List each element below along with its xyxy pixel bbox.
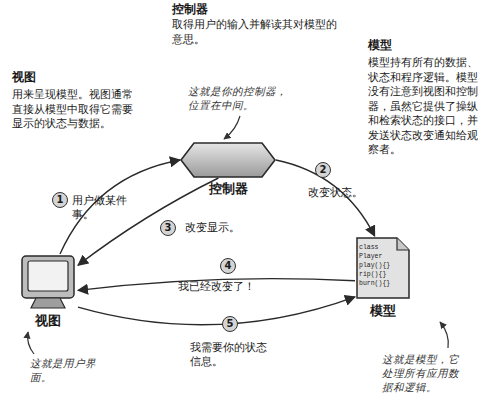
edge-label: 我需要你的状态信息。 [190, 341, 270, 369]
leader-arrow [28, 332, 34, 354]
code-text: class Player play(){} rip(){} burn(){} [359, 243, 405, 288]
controller-hexagon: 控制器 [180, 142, 276, 178]
callout-number: 1 [52, 192, 68, 208]
flow-arrow [60, 160, 180, 254]
monitor-outline [18, 254, 78, 310]
hexagon-outline [180, 142, 276, 178]
view-monitor: 视图 [18, 254, 78, 310]
description-text: 模型持有所有的数据、状态和程序逻辑。模型没有注意到视图和控制器，虽然它提供了操纵… [368, 56, 482, 158]
handwritten-note: 这就是模型，它处理所有应用数据和逻辑。 [382, 352, 462, 394]
node-label: 控制器 [170, 181, 286, 196]
edge-label: 改变显示。 [185, 221, 255, 235]
callout-number: 5 [222, 316, 238, 332]
node-label: 视图 [8, 313, 88, 328]
leader-arrow [224, 116, 240, 139]
description-text: 用来呈现模型。视图通常直接从模型中取得它需要显示的状态与数据。 [12, 88, 136, 132]
handwritten-note: 这就是用户界面。 [30, 356, 100, 384]
leader-arrow [440, 322, 448, 348]
callout-number: 3 [160, 220, 176, 236]
description-text: 取得用户的输入并解读其对模型的意思。 [172, 18, 342, 47]
callout-number: 2 [315, 162, 331, 178]
model-document: class Player play(){} rip(){} burn(){}模型 [355, 236, 411, 300]
flow-arrow [78, 297, 355, 325]
section-heading: 视图 [12, 70, 72, 85]
edge-label: 我已经改变了！ [178, 280, 278, 294]
node-label: 模型 [345, 303, 421, 318]
edge-label: 用户做某件事。 [72, 194, 130, 222]
section-heading: 控制器 [172, 2, 272, 17]
edge-label: 改变状态。 [308, 186, 378, 200]
section-heading: 模型 [368, 38, 428, 53]
handwritten-note: 这就是你的控制器，位置在中间。 [188, 84, 292, 112]
callout-number: 4 [220, 258, 236, 274]
